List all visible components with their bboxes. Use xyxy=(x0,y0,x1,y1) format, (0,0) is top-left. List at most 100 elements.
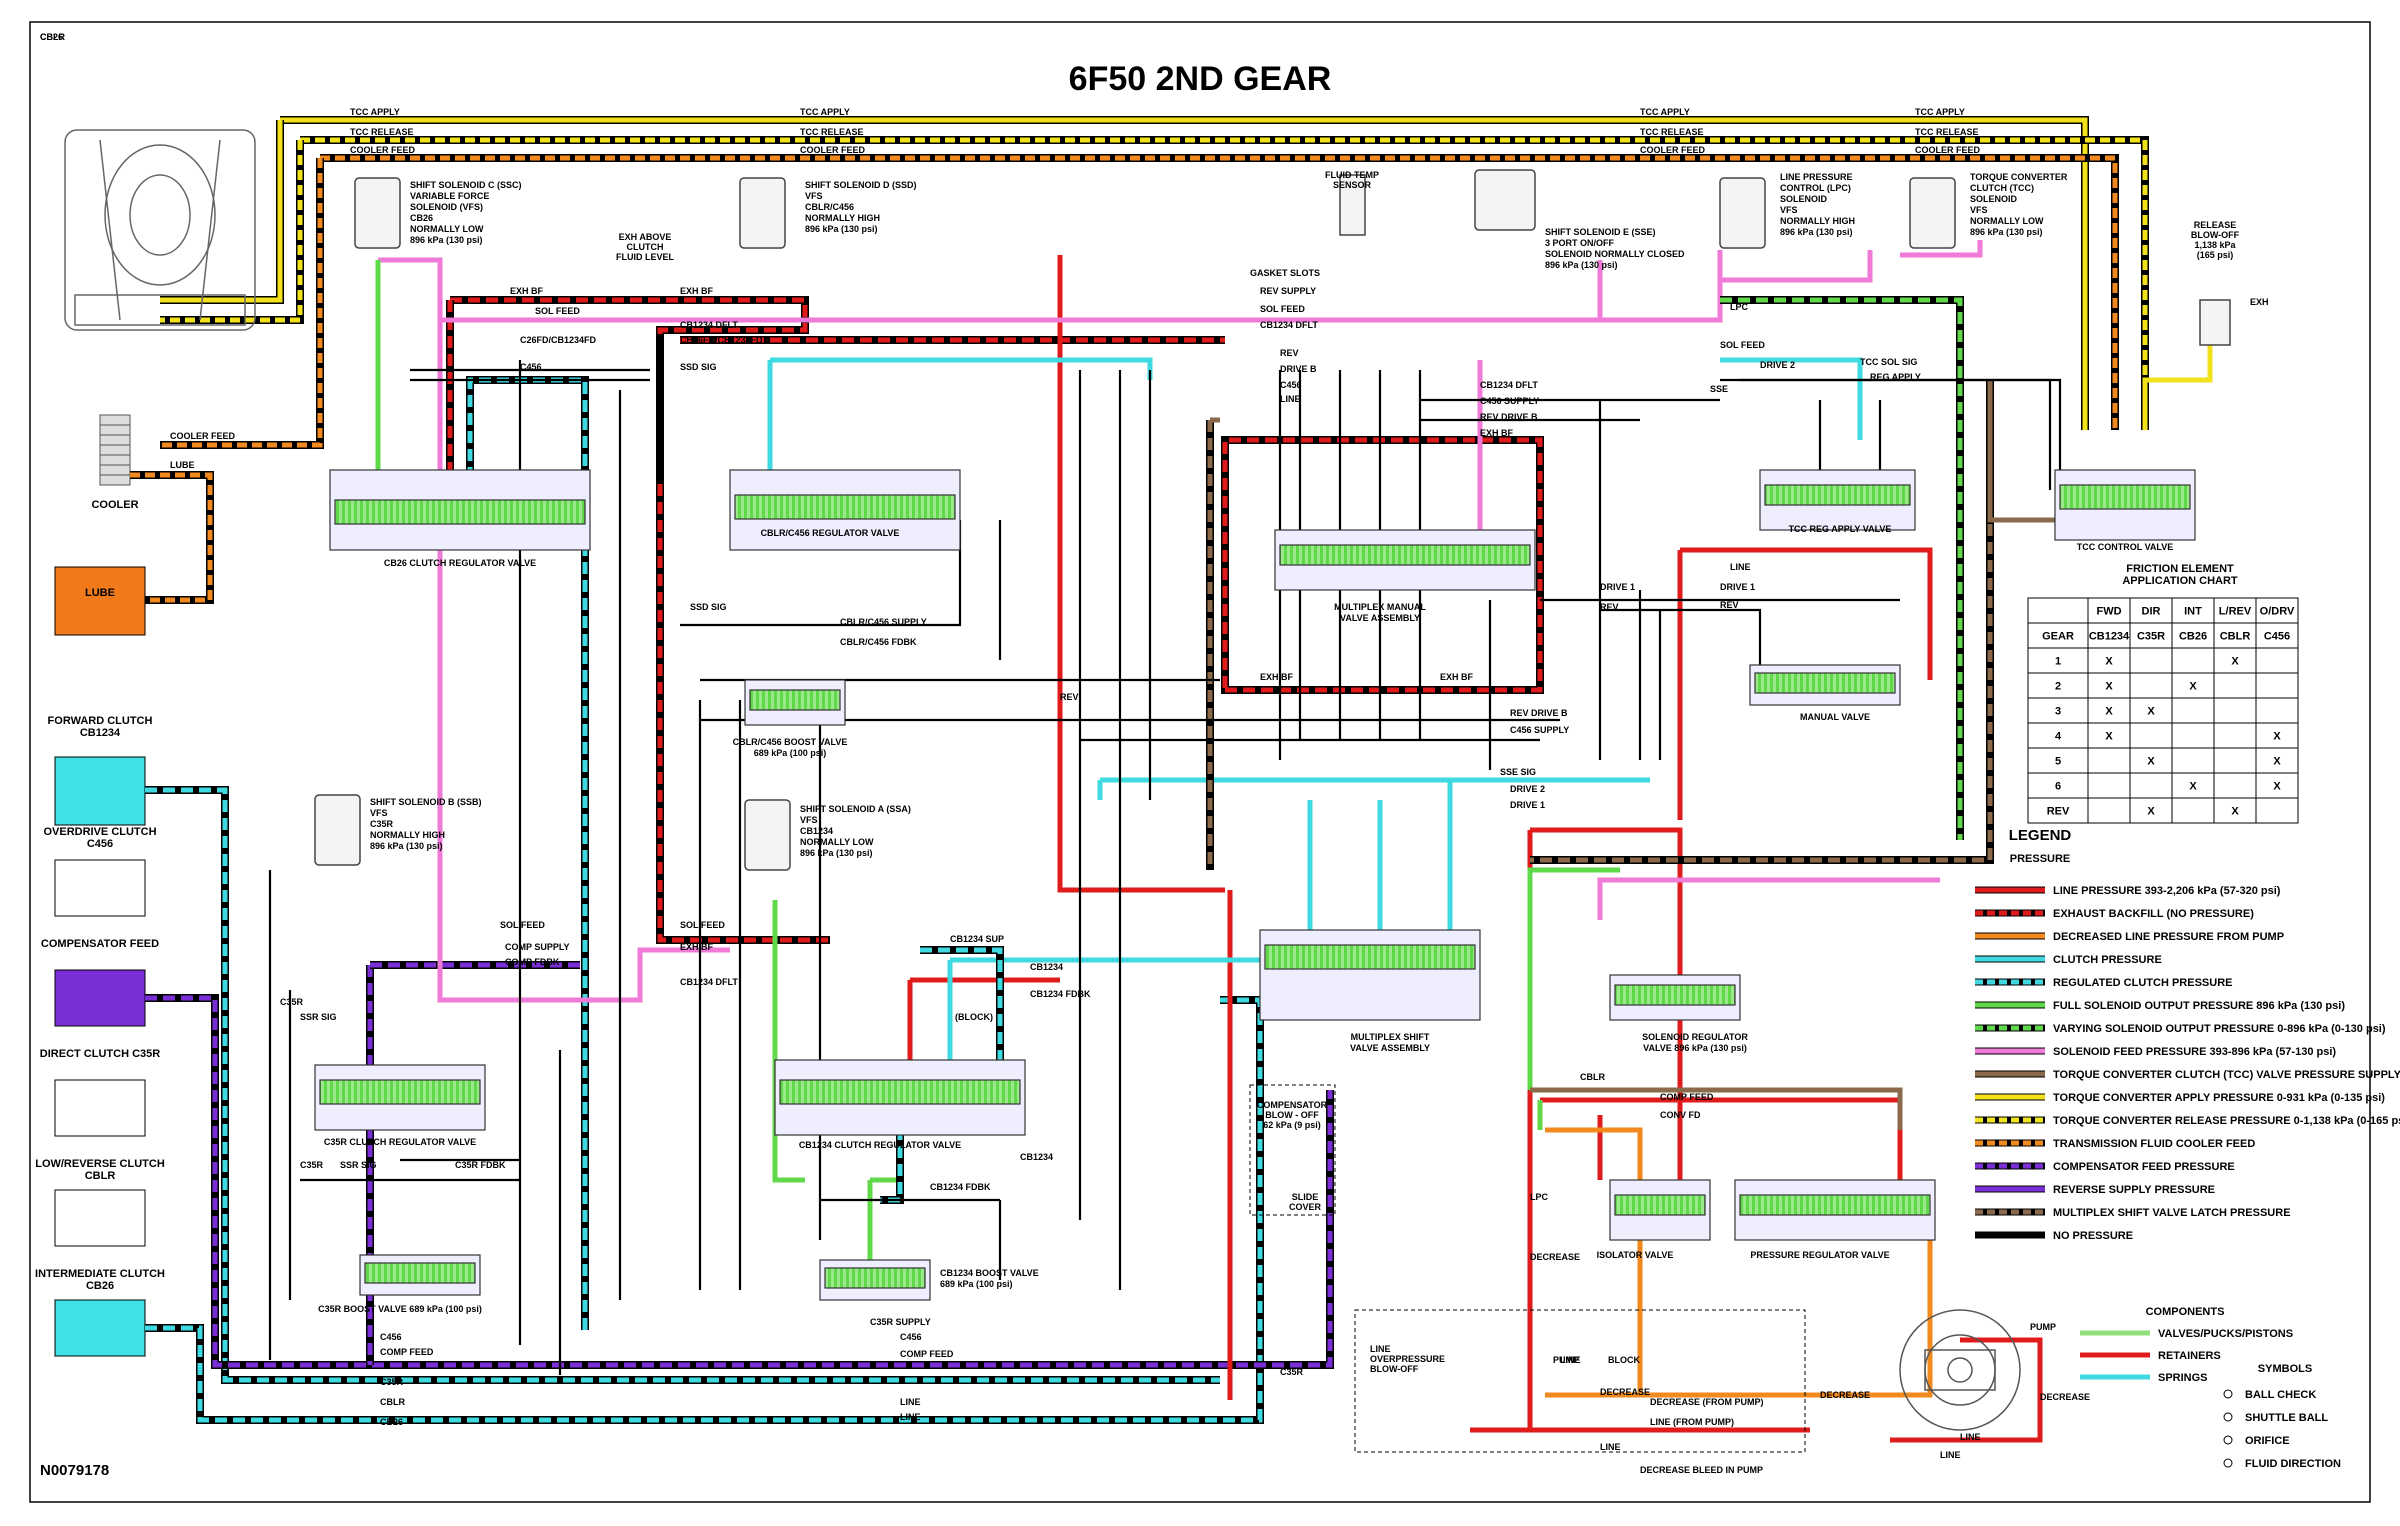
chart-cell: X xyxy=(2189,780,2197,792)
decrease-label: DECREASE xyxy=(1820,1390,1870,1400)
line-label: CB1234 FDBK xyxy=(930,1182,991,1192)
line-label: LINE xyxy=(1730,562,1751,572)
cb26-reg-label: CB26 CLUTCH REGULATOR VALVE xyxy=(384,558,536,568)
diagram-frame xyxy=(29,21,2371,1503)
line-label: SSD SIG xyxy=(690,602,727,612)
chart-cell: C35R xyxy=(2137,630,2165,642)
lube-line-label: LUBE xyxy=(170,460,195,470)
tcc-sol-line: TORQUE CONVERTER xyxy=(1970,172,2068,182)
chart-cell: X xyxy=(2231,805,2239,817)
legend-label: NO PRESSURE xyxy=(2053,1230,2133,1242)
solenoid-ssc xyxy=(354,177,401,249)
line-label: DRIVE 1 xyxy=(1510,800,1545,810)
ssa-line: CB1234 xyxy=(800,826,833,836)
ssa-line: NORMALLY LOW xyxy=(800,837,874,847)
line-label: REV xyxy=(1600,602,1619,612)
c35r-boost-label: C35R BOOST VALVE 689 kPa (100 psi) xyxy=(318,1304,482,1314)
line-label: C456 xyxy=(1280,380,1302,390)
exh-label: EXH xyxy=(2250,297,2269,307)
line-label: C456 xyxy=(520,362,542,372)
line-overpressure-line: OVERPRESSURE xyxy=(1370,1354,1445,1364)
legend-label: TORQUE CONVERTER CLUTCH (TCC) VALVE PRES… xyxy=(2053,1069,2400,1081)
chart-cell: 3 xyxy=(2055,705,2061,717)
line-label: C456 xyxy=(900,1332,922,1342)
symbols-title: SYMBOLS xyxy=(2258,1363,2312,1375)
line-label: SOL FEED xyxy=(500,920,545,930)
line-label: EXH BF xyxy=(1480,428,1514,438)
chart-cell: 4 xyxy=(2055,730,2062,742)
cooler-feed-label: COOLER FEED xyxy=(800,145,866,155)
chart-cell: X xyxy=(2105,730,2113,742)
tcc-release-label: TCC RELEASE xyxy=(800,127,864,137)
tcc-release-label: TCC RELEASE xyxy=(350,127,414,137)
compensator-feed-label: COMPENSATOR FEED xyxy=(40,938,160,950)
cblr-boost-line: 689 kPa (100 psi) xyxy=(754,748,827,758)
component-label: RETAINERS xyxy=(2158,1350,2221,1362)
chart-title-line: APPLICATION CHART xyxy=(2122,575,2238,587)
chart-cell: 5 xyxy=(2055,755,2061,767)
tcc-apply-label: TCC APPLY xyxy=(1915,107,1965,117)
compensator-blowoff-box xyxy=(1249,1084,1336,1216)
exh-above-line: EXH ABOVE xyxy=(619,232,672,242)
legend-label: TORQUE CONVERTER APPLY PRESSURE 0-931 kP… xyxy=(2053,1092,2385,1104)
lpc-line: NORMALLY HIGH xyxy=(1780,216,1855,226)
line-label: EXH BF xyxy=(680,286,714,296)
component-label: SPRINGS xyxy=(2158,1372,2208,1384)
line-label: C35R FDBK xyxy=(455,1160,506,1170)
top-bus-lines xyxy=(160,116,2149,449)
ssc-line: CB26 xyxy=(410,213,433,223)
legend-label: SOLENOID FEED PRESSURE 393-896 kPa (57-1… xyxy=(2053,1046,2336,1058)
ssd-line: CBLR/C456 xyxy=(805,202,854,212)
solenoid-sse xyxy=(1474,169,1536,231)
chart-cell: X xyxy=(2147,705,2155,717)
line-label: REV xyxy=(1060,692,1079,702)
exh-above-line: CLUTCH xyxy=(627,242,664,252)
cblr-boost-line: CBLR/C456 BOOST VALVE xyxy=(733,737,848,747)
mux-manual-line: VALVE ASSEMBLY xyxy=(1340,613,1420,623)
line-label: DECREASE xyxy=(1530,1252,1580,1262)
chart-cell: CBLR xyxy=(2220,630,2251,642)
line-label: C35R xyxy=(280,997,304,1007)
line-label: EXH BF xyxy=(1260,672,1294,682)
chart-cell: X xyxy=(2105,680,2113,692)
ssc-line: SOLENOID (VFS) xyxy=(410,202,483,212)
solenoid-lpc xyxy=(1719,177,1766,249)
chart-cell: X xyxy=(2273,780,2281,792)
solenoid-tcc xyxy=(1909,177,1956,249)
gasket-slots-label: GASKET SLOTS xyxy=(1250,268,1320,278)
line-label: TCC SOL SIG xyxy=(1860,357,1917,367)
line-label: CBLR xyxy=(40,32,65,42)
forward-clutch-box xyxy=(54,756,146,826)
decrease-bleed-label: DECREASE BLEED IN PUMP xyxy=(1640,1465,1763,1475)
line-label: SSR SIG xyxy=(340,1160,377,1170)
chart-cell: X xyxy=(2189,680,2197,692)
line-label: LINE xyxy=(1960,1432,1981,1442)
line-label: LINE xyxy=(900,1412,921,1422)
line-label: SSE xyxy=(1710,384,1728,394)
cb1234-reg-label: CB1234 CLUTCH REGULATOR VALVE xyxy=(799,1140,961,1150)
direct-clutch-label: DIRECT CLUTCH C35R xyxy=(39,1048,161,1060)
ssd-line: NORMALLY HIGH xyxy=(805,213,880,223)
ssc-line: SHIFT SOLENOID C (SSC) xyxy=(410,180,522,190)
line-label: REV xyxy=(1720,600,1739,610)
sse-line: SOLENOID NORMALLY CLOSED xyxy=(1545,249,1685,259)
chart-cell: 1 xyxy=(2055,655,2061,667)
legend-items: LINE PRESSURE 393-2,206 kPa (57-320 psi)… xyxy=(1975,885,2400,1242)
line-label: DECREASE xyxy=(2040,1392,2090,1402)
line-label: CB26 xyxy=(380,1417,403,1427)
valve-mux-shift xyxy=(1259,929,1481,1021)
fluid-temp-sensor xyxy=(1339,174,1366,236)
line-label: C35R xyxy=(1280,1367,1304,1377)
symbol-label: FLUID DIRECTION xyxy=(2245,1458,2341,1470)
tcc-apply-label: TCC APPLY xyxy=(800,107,850,117)
pump-label: PUMP xyxy=(1553,1355,1579,1365)
sse-line: SHIFT SOLENOID E (SSE) xyxy=(1545,227,1656,237)
low-reverse-clutch-box xyxy=(54,1189,146,1247)
c35r-reg-label: C35R CLUTCH REGULATOR VALVE xyxy=(324,1137,476,1147)
